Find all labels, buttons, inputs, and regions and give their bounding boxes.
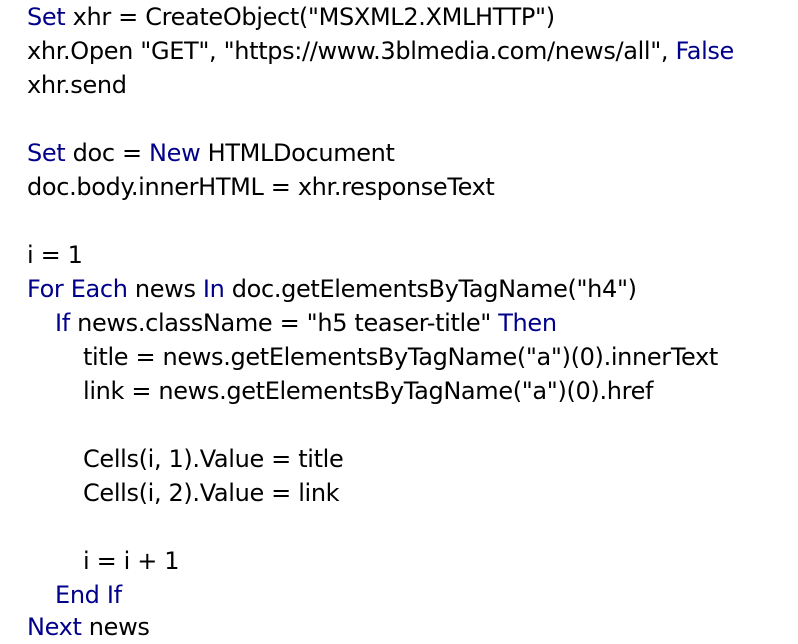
code-line-12: link = news.getElementsByTagName("a")(0)… [83, 374, 653, 408]
code-text: doc.getElementsByTagName("h4") [224, 275, 637, 303]
code-line-17: i = i + 1 [83, 544, 180, 578]
code-text: news [81, 613, 150, 641]
code-text: doc = [65, 139, 150, 167]
code-text: HTMLDocument [200, 139, 395, 167]
code-line-8: i = 1 [27, 238, 83, 272]
code-line-9: For Each news In doc.getElementsByTagNam… [27, 272, 637, 306]
code-line-19: Next news [27, 610, 150, 644]
code-text: link = news.getElementsByTagName("a")(0)… [83, 377, 654, 405]
code-text: Cells(i, 2).Value = link [83, 479, 340, 507]
code-text: news.className = "h5 teaser-title" [69, 309, 499, 337]
keyword-new: New [149, 139, 201, 167]
keyword-set: Set [27, 139, 66, 167]
code-text: title = news.getElementsByTagName("a")(0… [83, 343, 718, 371]
keyword-if: If [55, 309, 70, 337]
code-line-5: Set doc = New HTMLDocument [27, 136, 395, 170]
code-text: i = i + 1 [83, 547, 180, 575]
code-text: xhr = CreateObject("MSXML2.XMLHTTP") [65, 3, 555, 31]
code-text: doc.body.innerHTML = xhr.responseText [27, 173, 495, 201]
code-line-11: title = news.getElementsByTagName("a")(0… [83, 340, 718, 374]
code-text: i = 1 [27, 241, 83, 269]
keyword-set: Set [27, 3, 66, 31]
keyword-end-if: End If [55, 581, 122, 609]
code-line-10: If news.className = "h5 teaser-title" Th… [55, 306, 557, 340]
keyword-false: False [675, 37, 734, 65]
code-text: xhr.send [27, 71, 127, 99]
keyword-next: Next [27, 613, 82, 641]
keyword-for-each: For Each [27, 275, 128, 303]
code-text: xhr.Open "GET", "https://www.3blmedia.co… [27, 37, 676, 65]
code-line-15: Cells(i, 2).Value = link [83, 476, 340, 510]
code-line-3: xhr.send [27, 68, 127, 102]
code-text: news [127, 275, 203, 303]
code-view: Set xhr = CreateObject("MSXML2.XMLHTTP")… [27, 0, 797, 644]
code-line-1: Set xhr = CreateObject("MSXML2.XMLHTTP") [27, 0, 555, 34]
code-text: Cells(i, 1).Value = title [83, 445, 344, 473]
keyword-then: Then [498, 309, 557, 337]
code-line-2: xhr.Open "GET", "https://www.3blmedia.co… [27, 34, 734, 68]
keyword-in: In [202, 275, 225, 303]
code-line-6: doc.body.innerHTML = xhr.responseText [27, 170, 495, 204]
code-line-14: Cells(i, 1).Value = title [83, 442, 344, 476]
code-line-18: End If [55, 578, 122, 612]
